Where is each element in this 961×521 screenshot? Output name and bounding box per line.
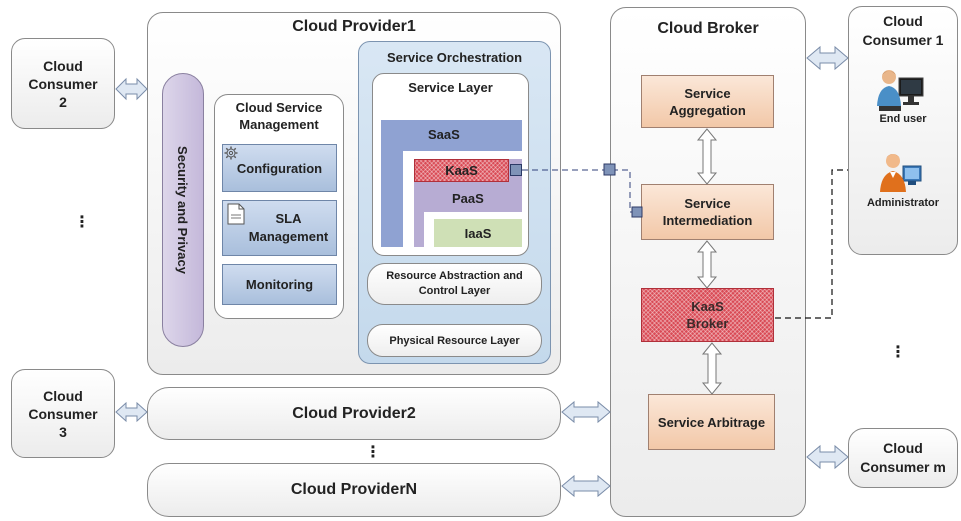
cloud-consumer-1[interactable]	[848, 6, 958, 255]
provider-ellipsis: ⋮	[365, 444, 381, 461]
service-intermediation[interactable]: Service Intermediation	[641, 184, 774, 240]
cloud-consumer-2[interactable]: Cloud Consumer 2	[11, 38, 115, 129]
double-arrow-agg-inter	[696, 128, 718, 185]
cloud-consumer-m-label: Cloud Consumer m	[860, 440, 946, 475]
double-arrow-provider2-broker	[561, 400, 611, 424]
csm-title: Cloud Service Management	[235, 100, 323, 132]
cloud-consumer-3[interactable]: Cloud Consumer 3	[11, 369, 115, 458]
consumer-ellipsis-right: ⋮	[890, 344, 906, 361]
service-arbitrage-label: Service Arbitrage	[657, 414, 766, 430]
kaas-label: KaaS	[445, 163, 478, 178]
double-arrow-kaas-arb	[701, 342, 723, 395]
sla-management-label: SLA Management	[248, 211, 329, 244]
cloud-providerN-label: Cloud ProviderN	[290, 481, 418, 498]
service-aggregation-label: Service Aggregation	[669, 85, 746, 118]
resource-abstraction-layer[interactable]: Resource Abstraction and Control Layer	[367, 263, 542, 305]
cloud-providerN[interactable]: Cloud ProviderN	[147, 463, 561, 517]
iaas-layer[interactable]: IaaS	[434, 219, 522, 247]
end-user-icon	[875, 66, 925, 112]
cloud-consumer-1-label: Cloud Consumer 1	[862, 13, 944, 48]
physical-resource-label: Physical Resource Layer	[389, 334, 520, 347]
cloud-consumer-m[interactable]: Cloud Consumer m	[848, 428, 958, 488]
consumer-ellipsis-left: ⋮	[74, 214, 90, 231]
cloud-consumer-3-label: Cloud Consumer 3	[28, 387, 98, 440]
monitoring-box[interactable]: Monitoring	[222, 264, 337, 305]
paas-label: PaaS	[452, 191, 484, 206]
resource-abstraction-label: Resource Abstraction and Control Layer	[386, 270, 523, 297]
administrator-icon	[877, 148, 923, 194]
kaas-to-intermediation-link	[522, 169, 641, 213]
monitoring-label: Monitoring	[245, 277, 314, 292]
configuration-label: Configuration	[236, 160, 323, 176]
service-arbitrage[interactable]: Service Arbitrage	[648, 394, 775, 450]
kaas-broker-label: KaaS Broker	[686, 299, 729, 331]
kaas-connector-node	[510, 164, 522, 176]
cloud-broker-title: Cloud Broker	[657, 20, 759, 37]
link-node-mid	[603, 163, 616, 176]
service-layer-title: Service Layer	[408, 80, 493, 95]
double-arrow-inter-kaas	[696, 240, 718, 289]
cloud-provider2-label: Cloud Provider2	[292, 404, 416, 422]
end-user-label: End user	[879, 113, 927, 125]
physical-resource-layer[interactable]: Physical Resource Layer	[367, 324, 542, 357]
double-arrow-consumer3	[115, 401, 148, 423]
configuration-box[interactable]: Configuration	[222, 144, 337, 192]
kaas-layer[interactable]: KaaS	[414, 159, 509, 182]
iaas-label: IaaS	[464, 225, 492, 241]
cloud-consumer-2-label: Cloud Consumer 2	[28, 57, 98, 110]
gear-icon	[224, 146, 238, 160]
service-orchestration-title: Service Orchestration	[386, 50, 523, 65]
kaas-broker[interactable]: KaaS Broker	[641, 288, 774, 342]
saas-label: SaaS	[428, 127, 460, 142]
link-node-intermediation	[631, 206, 643, 218]
double-arrow-consumer2	[115, 77, 148, 101]
document-icon	[227, 203, 245, 225]
cloud-provider2[interactable]: Cloud Provider2	[147, 387, 561, 440]
cloud-provider1-title: Cloud Provider1	[292, 18, 416, 35]
service-aggregation[interactable]: Service Aggregation	[641, 75, 774, 128]
service-intermediation-label: Service Intermediation	[662, 196, 753, 228]
double-arrow-providerN-broker	[561, 474, 611, 498]
kaas-broker-to-consumer1-link	[775, 169, 848, 319]
administrator-label: Administrator	[866, 197, 940, 209]
security-privacy-bar[interactable]	[162, 73, 204, 347]
